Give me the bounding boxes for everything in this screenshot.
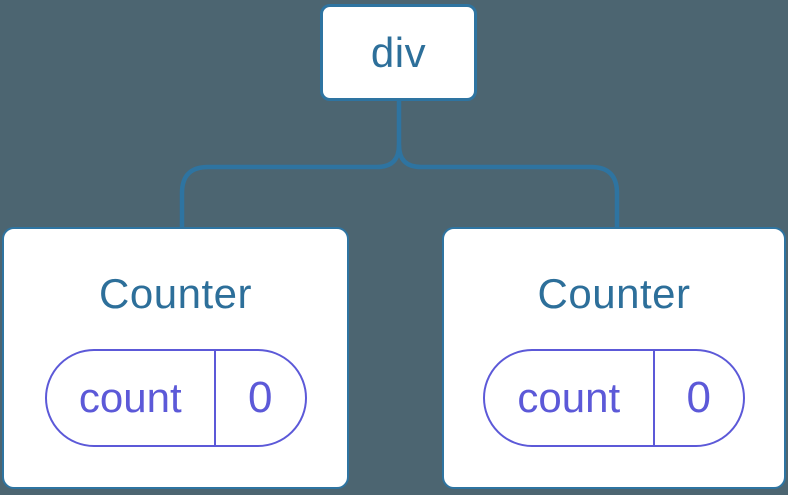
- connector-left-branch: [179, 99, 402, 228]
- state-key-label: count: [47, 351, 216, 445]
- state-pill: count 0: [483, 349, 745, 447]
- connector-right-branch: [396, 144, 620, 228]
- state-value: 0: [248, 373, 273, 422]
- state-key-label: count: [485, 351, 655, 445]
- tree-node-div: div: [320, 4, 477, 101]
- counter-card-title: Counter: [537, 270, 691, 317]
- root-node-label: div: [370, 28, 427, 76]
- state-pill: count 0: [44, 349, 307, 447]
- state-value: 0: [686, 373, 711, 422]
- counter-card-title: Counter: [99, 270, 252, 317]
- counter-card-left: Counter count 0: [2, 227, 349, 489]
- counter-card-right: Counter count 0: [442, 227, 786, 489]
